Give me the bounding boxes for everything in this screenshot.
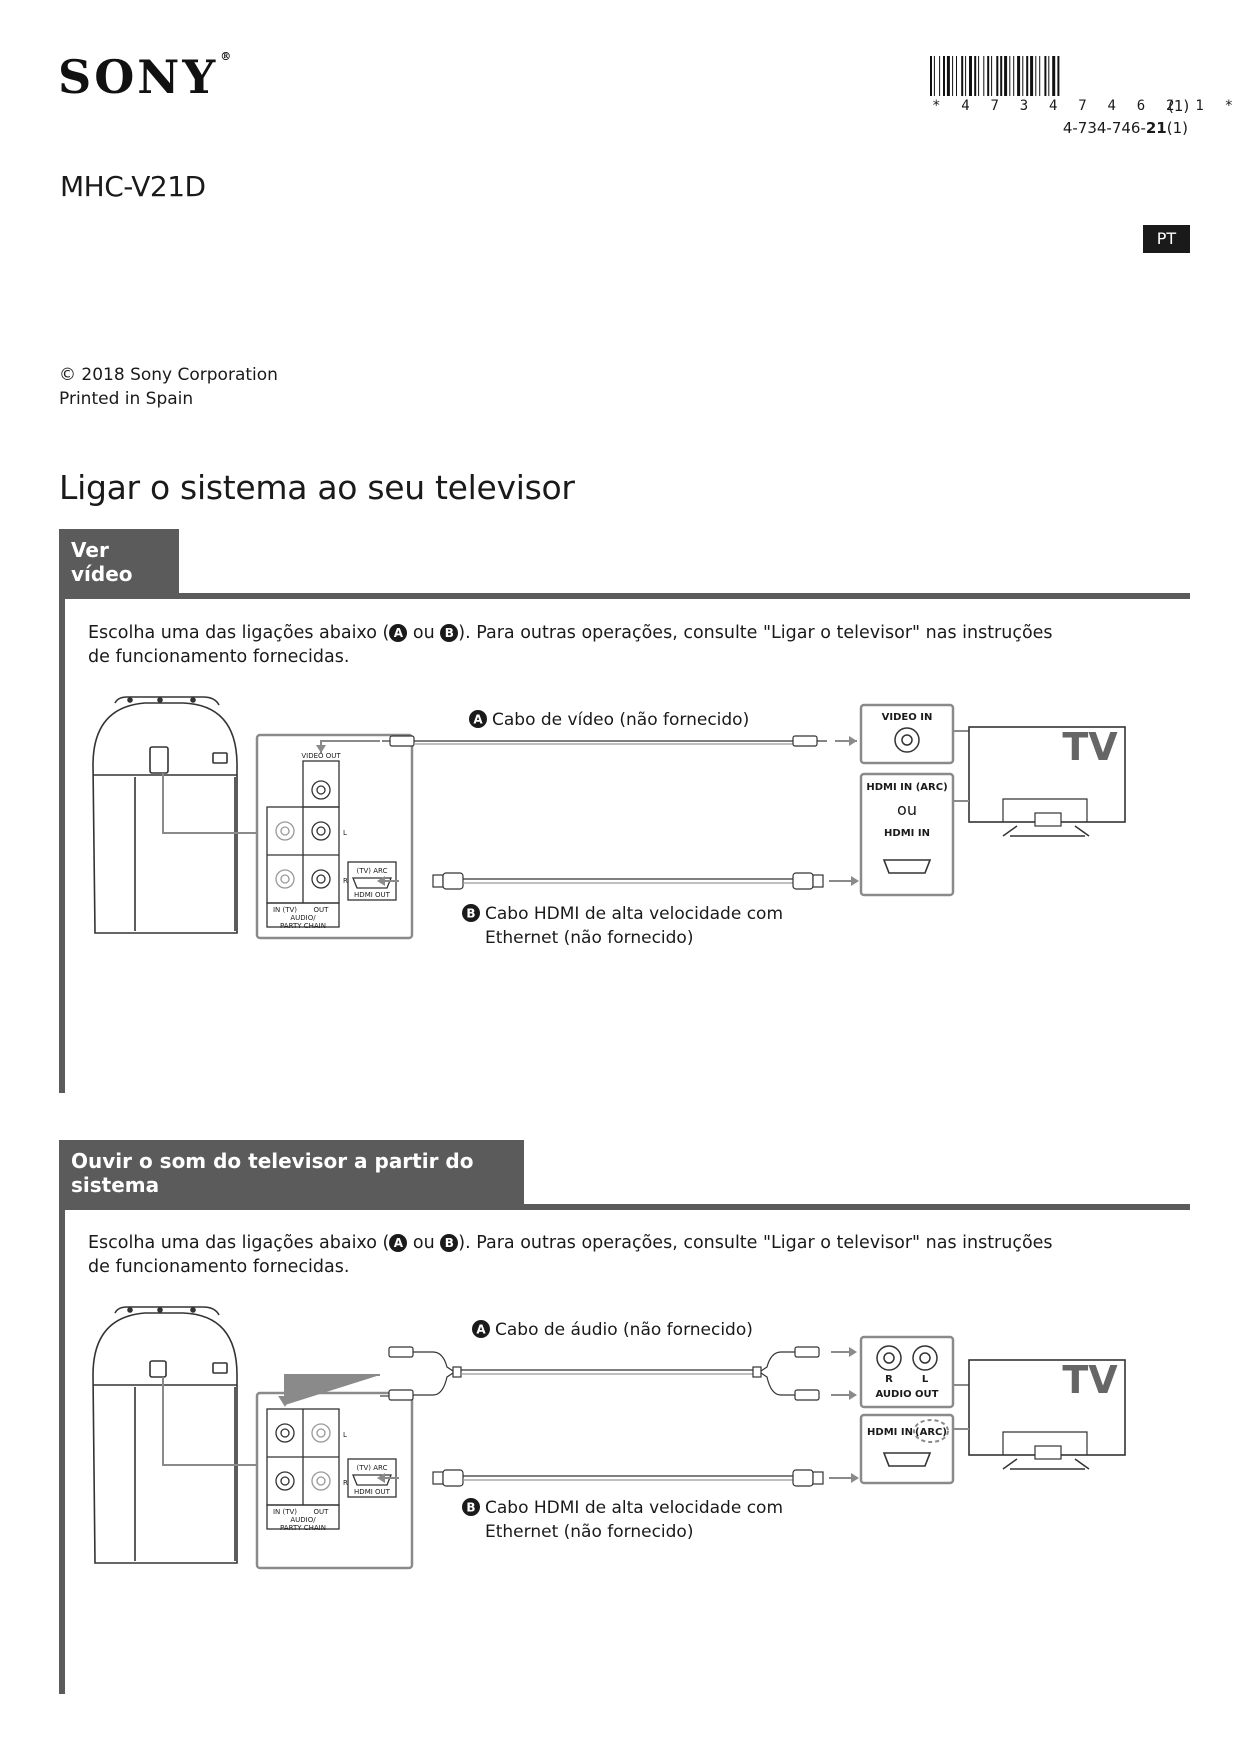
video-connection-diagram: VIDEO OUT (TV) ARC HDMI OUT IN (TV) OUT … [92,696,1126,948]
speaker-unit-icon [92,696,238,934]
section-tab-ouvir-som: Ouvir o som do televisor a partir do sis… [59,1140,524,1205]
model-number: MHC-V21D [60,170,206,203]
mark-b-icon: B [440,1234,459,1252]
svg-text:R: R [885,1374,893,1385]
svg-text:R: R [343,877,348,885]
section-side-bar [59,1204,65,1694]
svg-text:A: A [473,713,483,727]
svg-text:B: B [466,1501,475,1515]
section-rule [59,1204,1190,1210]
section-instructions: Escolha uma das ligações abaixo (A ou B)… [88,1233,1053,1277]
svg-text:L: L [343,829,347,837]
section-side-bar [59,593,65,1093]
svg-text:AUDIO/: AUDIO/ [290,914,316,922]
barcode [930,56,1060,96]
svg-text:Ethernet (não fornecido): Ethernet (não fornecido) [485,1522,693,1542]
svg-text:AUDIO/: AUDIO/ [290,1516,316,1524]
copyright-line: © 2018 Sony Corporation [59,365,278,385]
svg-text:Ethernet (não fornecido): Ethernet (não fornecido) [485,928,693,948]
rear-panel [255,733,414,940]
printed-line: Printed in Spain [59,389,194,409]
svg-text:OUT: OUT [314,906,330,914]
svg-text:HDMI IN: HDMI IN [867,1427,913,1438]
svg-text:(TV) ARC: (TV) ARC [357,867,388,875]
svg-text:(ARC): (ARC) [915,1427,947,1438]
barcode-digits: * 4 7 3 4 7 4 6 2 1 * [932,98,1240,114]
svg-text:B: B [466,907,475,921]
svg-text:Cabo HDMI de alta velocidade c: Cabo HDMI de alta velocidade com [485,1498,783,1518]
mark-a-icon: A [389,624,408,642]
svg-text:HDMI OUT: HDMI OUT [354,891,391,899]
svg-text:Cabo de vídeo (não fornecido): Cabo de vídeo (não fornecido) [492,710,749,730]
section-rule [59,593,1190,599]
svg-text:VIDEO OUT: VIDEO OUT [301,752,341,760]
svg-text:HDMI IN (ARC): HDMI IN (ARC) [866,782,947,793]
audio-connection-diagram: (TV) ARC HDMI OUT IN (TV) OUT AUDIO/ PAR… [92,1306,1126,1570]
svg-text:HDMI IN: HDMI IN [884,828,930,839]
language-badge: PT [1143,225,1190,253]
svg-text:TV: TV [1062,725,1118,769]
part-number: 4-734-746-21(1) [1062,119,1188,137]
svg-text:VIDEO IN: VIDEO IN [882,712,933,723]
svg-text:TV: TV [1062,1358,1118,1402]
speaker-unit-icon [92,1306,238,1564]
svg-text:L: L [922,1374,929,1385]
svg-text:L: L [343,1431,347,1439]
section-tab-ver-video: Ver vídeo [59,529,179,594]
svg-text:Cabo de áudio (não fornecido): Cabo de áudio (não fornecido) [495,1320,753,1340]
page-title: Ligar o sistema ao seu televisor [59,468,575,507]
mark-b-icon: B [440,624,459,642]
svg-text:PARTY CHAIN: PARTY CHAIN [280,1524,326,1532]
svg-text:OUT: OUT [314,1508,330,1516]
svg-text:IN (TV): IN (TV) [273,1508,297,1516]
mark-a-icon: A [389,1234,408,1252]
sony-logo: SONY® [58,50,232,104]
svg-text:(TV) ARC: (TV) ARC [357,1464,388,1472]
svg-text:A: A [476,1323,486,1337]
svg-text:IN (TV): IN (TV) [273,906,297,914]
rear-panel [255,1391,414,1570]
svg-text:AUDIO OUT: AUDIO OUT [876,1389,939,1400]
barcode-suffix: (1) [1168,97,1190,115]
copyright: © 2018 Sony Corporation Printed in Spain [59,363,278,411]
svg-text:Cabo HDMI de alta velocidade c: Cabo HDMI de alta velocidade com [485,904,783,924]
svg-text:HDMI OUT: HDMI OUT [354,1488,391,1496]
section-instructions: Escolha uma das ligações abaixo (A ou B)… [88,623,1053,667]
svg-text:R: R [343,1479,348,1487]
svg-text:PARTY CHAIN: PARTY CHAIN [280,922,326,930]
svg-text:ou: ou [897,800,917,819]
